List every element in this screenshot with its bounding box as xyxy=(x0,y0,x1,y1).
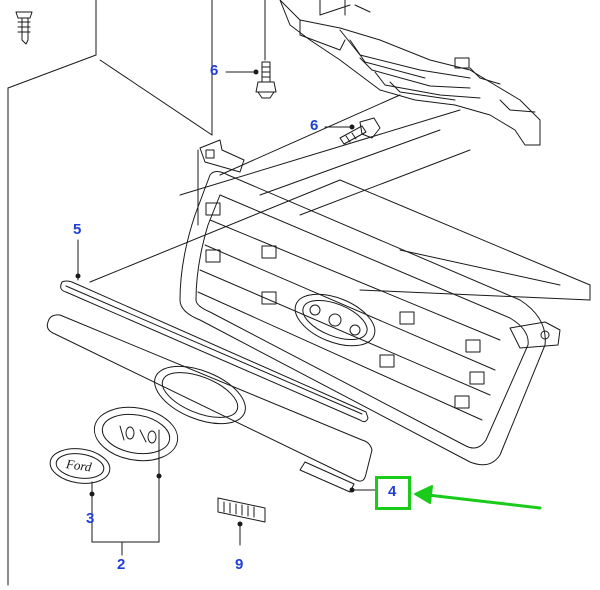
leader-2 xyxy=(91,475,160,556)
callout-5: 5 xyxy=(73,221,82,238)
screw-upper xyxy=(255,61,277,99)
chrome-strip-5 xyxy=(60,280,369,423)
ford-badge xyxy=(49,448,111,496)
tdci-badge xyxy=(217,497,266,546)
callout-6-upper: 6 xyxy=(210,62,219,79)
callout-dots xyxy=(75,69,355,527)
hood-panel-outline xyxy=(89,109,591,301)
callout-4: 4 xyxy=(388,483,397,500)
highlight-arrow xyxy=(414,485,542,510)
clip-fastener-top-left xyxy=(15,11,33,45)
bolt-lower xyxy=(339,117,381,145)
callout-9: 9 xyxy=(235,556,244,573)
ford-badge-text: Ford xyxy=(64,456,93,475)
model-badge xyxy=(93,406,179,477)
grille-frame xyxy=(179,139,561,466)
callout-3: 3 xyxy=(86,510,95,527)
leader-lines xyxy=(7,0,266,586)
grille-depth-lines xyxy=(219,94,591,301)
callout-2: 2 xyxy=(117,556,126,573)
grille-bar-panel xyxy=(46,314,373,493)
highlight-box xyxy=(375,476,411,510)
callout-6-lower: 6 xyxy=(310,117,319,134)
upper-bracket xyxy=(279,0,541,146)
